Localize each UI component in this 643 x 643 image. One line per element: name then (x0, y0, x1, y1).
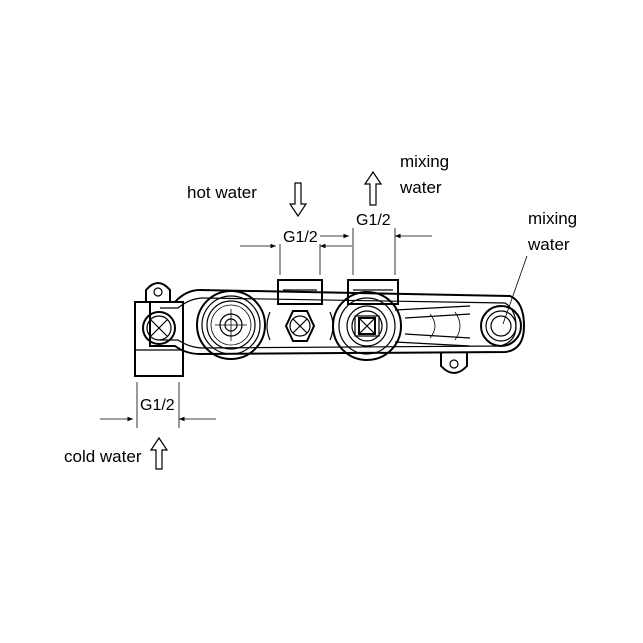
cold-inlet-size: G1/2 (140, 397, 175, 414)
hot-inlet-port (266, 279, 334, 342)
mixing-outlet (440, 305, 522, 374)
mixing-outlet-size: G1/2 (356, 212, 391, 229)
cold-water-callout: cold water (64, 436, 169, 470)
mixing-water-right-label-line2: water (527, 235, 570, 254)
mixing-water-right-label-line1: mixing (528, 209, 577, 228)
cold-inlet-dimension: G1/2 (100, 382, 216, 428)
hot-cartridge (196, 290, 266, 360)
cold-inlet-block (134, 282, 184, 377)
mixing-cartridge (332, 279, 402, 361)
cold-water-label: cold water (64, 447, 142, 466)
mixing-water-top-label-line1: mixing (400, 152, 449, 171)
mixing-water-top-label-line2: water (399, 178, 442, 197)
hot-water-label: hot water (187, 183, 257, 202)
hot-inlet-dimension: G1/2 (240, 229, 352, 275)
hot-water-callout: hot water (187, 182, 308, 218)
valve-body (149, 288, 526, 356)
mixing-water-top-callout: mixing water (363, 152, 449, 206)
hot-water-down-arrow-icon (288, 182, 308, 218)
mixing-water-leader-line (502, 255, 528, 325)
mixing-outlet-dimension: G1/2 (320, 212, 432, 275)
hot-inlet-size: G1/2 (283, 229, 318, 246)
mixing-water-right-callout: mixing water (502, 209, 577, 325)
cold-water-up-arrow-icon (149, 436, 169, 470)
mixing-water-up-arrow-icon (363, 170, 383, 206)
